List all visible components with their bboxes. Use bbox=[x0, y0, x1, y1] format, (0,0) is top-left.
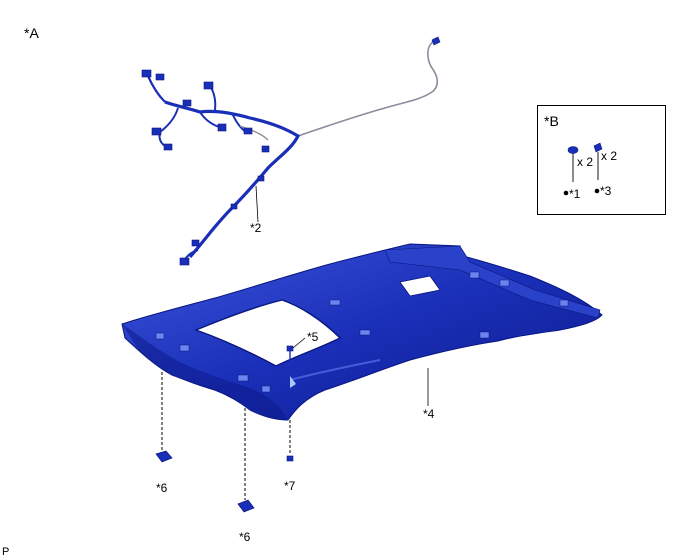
pad-left bbox=[155, 450, 173, 463]
callout-pad-center: *6 bbox=[239, 530, 251, 544]
detail-items bbox=[563, 142, 603, 196]
callout-harness: *2 bbox=[250, 221, 262, 235]
legend-item3-qty: x 2 bbox=[601, 149, 618, 163]
corner-mark: P bbox=[2, 546, 10, 558]
detail-label: *B bbox=[544, 113, 559, 129]
callout-clip-bottom: *7 bbox=[284, 479, 296, 493]
legend-item1-qty: x 2 bbox=[577, 155, 594, 169]
legend-item1-label: *1 bbox=[569, 187, 581, 201]
clip-top bbox=[286, 345, 294, 374]
roof-wire-harness bbox=[141, 36, 441, 266]
detail-box bbox=[537, 105, 666, 215]
legend-item3-label: *3 bbox=[600, 184, 612, 198]
callout-pad-left: *6 bbox=[156, 481, 168, 495]
clip-bottom bbox=[286, 455, 294, 462]
roof-headlining bbox=[121, 243, 603, 421]
callout-headliner: *4 bbox=[423, 407, 435, 421]
clip-top-leader bbox=[292, 337, 306, 349]
pad-center bbox=[237, 499, 255, 513]
harness-leader bbox=[255, 185, 259, 223]
view-label: *A bbox=[24, 25, 39, 41]
callout-clip-top: *5 bbox=[307, 330, 319, 344]
